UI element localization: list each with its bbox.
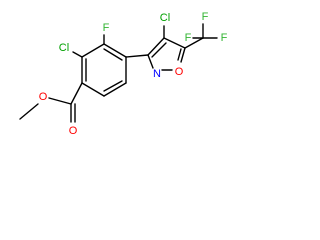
bond-carbonyl-ester-o (48, 97, 72, 105)
fluorine-ring-label: F (103, 22, 110, 34)
fluorine-cf3-right-label: F (221, 32, 228, 44)
bond-c4-c5-isox (163, 37, 186, 49)
chlorine-ring-label: Cl (59, 42, 69, 54)
oxygen-isoxazole-label: O (175, 66, 184, 78)
chlorine-isoxazole-label: Cl (160, 12, 170, 24)
fluorine-cf3-top-label: F (202, 11, 209, 23)
oxygen-carbonyl-label: O (69, 125, 78, 137)
bond-ring-carbonyl-carbon (70, 82, 83, 105)
bond-isox-cf3 (184, 37, 204, 49)
bond-c6-c1 (81, 82, 105, 97)
chemical-structure-diagram: F Cl Cl N O F F F O O (19, 11, 228, 137)
bond-c2-c3 (81, 43, 105, 58)
bond-ring-isoxazole (125, 54, 149, 58)
bond-n-c3-isox (147, 54, 154, 69)
nitrogen-isoxazole-label: N (153, 68, 161, 80)
bond-c5-c6 (103, 82, 127, 97)
bond-c5-c6-inner (103, 80, 123, 92)
bond-c3-c4-inner (103, 48, 123, 61)
bond-c5-o-isox (180, 47, 186, 63)
oxygen-ester-label: O (39, 91, 48, 103)
bond-ester-o-methyl (19, 103, 39, 120)
bond-c3-c4-isox-inner (151, 42, 167, 58)
bond-c-cl (72, 51, 83, 58)
bond-c5-o-isox-inner (177, 48, 182, 61)
isoxazole-ring (147, 37, 186, 71)
fluorine-cf3-left-label: F (185, 32, 192, 44)
bond-c3-c4 (103, 43, 127, 58)
benzene-ring (81, 43, 127, 97)
bond-c3-c4-isox (147, 37, 165, 56)
